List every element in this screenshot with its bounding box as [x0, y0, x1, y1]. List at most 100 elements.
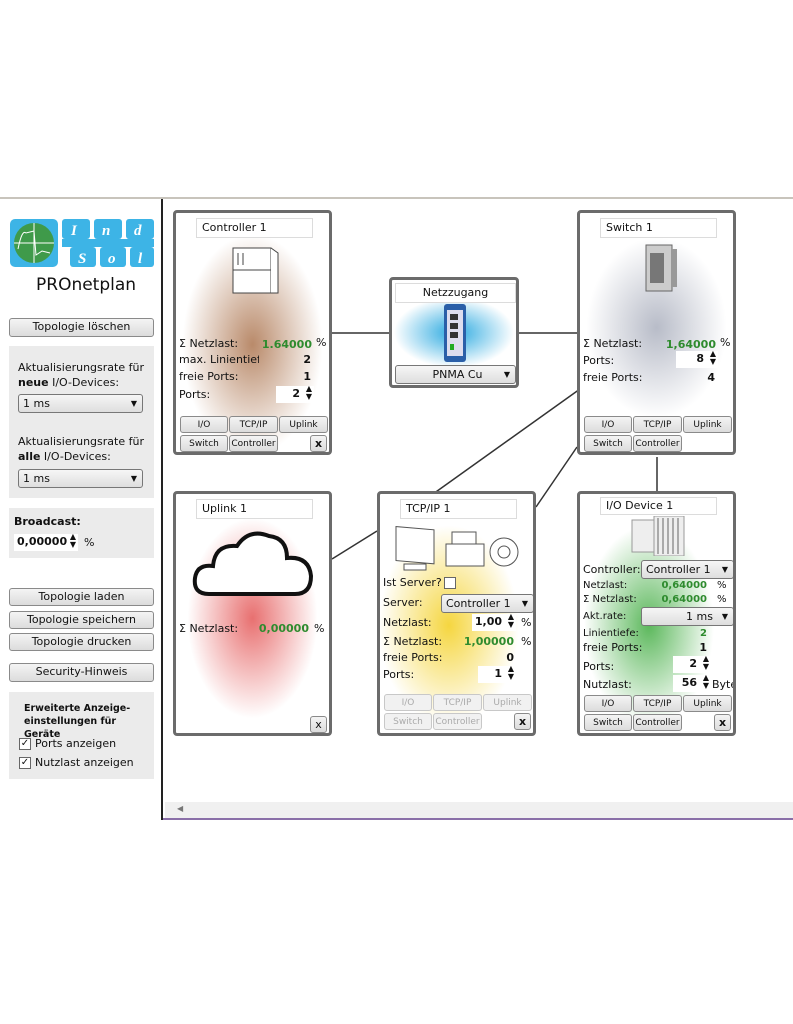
free-ports-value: 1 — [303, 370, 311, 383]
payload-spinner[interactable]: 56▲▼ — [673, 673, 711, 692]
controller-value: Controller 1 — [646, 563, 711, 576]
close-button[interactable]: x — [514, 713, 531, 730]
show-ports-checkbox[interactable]: ✓ — [19, 738, 31, 750]
io-device-card[interactable]: I/O Device 1 Controller: Controller 1 ▼ N… — [577, 491, 736, 736]
uplink-card[interactable]: Uplink 1 Σ Netzlast: 0,00000 % x — [173, 491, 332, 736]
save-topology-button[interactable]: Topologie speichern — [9, 611, 154, 629]
tcpip-card[interactable]: TCP/IP 1 Ist Server? Server: Controller … — [377, 491, 536, 736]
security-notice-button[interactable]: Security-Hinweis — [9, 663, 154, 682]
svg-text:d: d — [134, 223, 142, 239]
ports-value: 2 — [292, 387, 300, 400]
print-topology-button[interactable]: Topologie drucken — [9, 633, 154, 651]
sum-load-value: 0,00000 — [258, 622, 309, 635]
server-select[interactable]: Controller 1▼ — [441, 594, 533, 613]
sum-load-label: Σ Netzlast: — [383, 635, 443, 648]
free-ports-value: 1 — [699, 641, 707, 654]
chevron-down-icon: ▼ — [721, 565, 728, 574]
spinner-arrows-icon[interactable]: ▲▼ — [702, 673, 709, 690]
is-server-checkbox[interactable] — [444, 577, 456, 589]
controller-select[interactable]: Controller 1 ▼ — [641, 560, 733, 579]
close-button[interactable]: x — [310, 716, 327, 733]
svg-text:S: S — [78, 251, 86, 267]
add-io-button[interactable]: I/O — [584, 695, 632, 712]
ports-spinner[interactable]: 1▲▼ — [478, 664, 516, 683]
io-device-name[interactable]: I/O Device 1 — [600, 497, 717, 515]
add-tcpip-button[interactable]: TCP/IP — [633, 695, 682, 712]
spinner-arrows-icon[interactable]: ▲▼ — [507, 612, 514, 629]
rate-all-bold: alle — [18, 450, 41, 463]
add-io-button[interactable]: I/O — [180, 416, 228, 433]
load-topology-button[interactable]: Topologie laden — [9, 588, 154, 606]
add-uplink-button[interactable]: Uplink — [279, 416, 328, 433]
free-ports-label: freie Ports: — [179, 370, 239, 383]
add-uplink-button[interactable]: Uplink — [683, 416, 732, 433]
network-access-card[interactable]: Netzzugang PNMA Cu▼ — [389, 277, 519, 388]
rate-all-value: 1 ms — [23, 472, 50, 485]
ports-label: Ports: — [583, 354, 615, 367]
load-spinner[interactable]: 1,00 ▲▼ — [472, 612, 516, 631]
app-title: PROnetplan — [36, 275, 137, 295]
unit: % — [521, 635, 532, 648]
server-value: Controller 1 — [446, 597, 511, 610]
add-switch-button[interactable]: Switch — [584, 435, 632, 452]
add-tcpip-button[interactable]: TCP/IP — [633, 416, 682, 433]
spinner-arrows-icon[interactable]: ▲▼ — [305, 384, 312, 401]
rate-all-text: Aktualisierungsrate für — [18, 435, 144, 448]
depth-value: 2 — [303, 353, 311, 366]
link-switch-tcpip — [432, 388, 581, 495]
show-ports-label: Ports anzeigen — [35, 737, 117, 750]
ports-spinner[interactable]: 2 ▲▼ — [276, 384, 314, 403]
add-switch-button: Switch — [384, 713, 432, 730]
uplink-name[interactable]: Uplink 1 — [196, 499, 313, 519]
ports-spinner[interactable]: 8▲▼ — [676, 349, 718, 368]
svg-text:l: l — [138, 251, 143, 267]
chevron-down-icon: ▼ — [503, 370, 510, 379]
add-controller-button[interactable]: Controller — [229, 435, 278, 452]
broadcast-label: Broadcast: — [14, 515, 81, 528]
rate-new-value: 1 ms — [23, 397, 50, 410]
spinner-arrows-icon[interactable]: ▲▼ — [702, 654, 709, 671]
tcpip-name[interactable]: TCP/IP 1 — [400, 499, 517, 519]
switch-card[interactable]: Switch 1 Σ Netzlast: 1,64000 % Ports: 8▲… — [577, 210, 736, 455]
sum-load-label: Σ Netzlast: — [583, 337, 643, 350]
free-ports-value: 4 — [707, 371, 715, 384]
unit: % — [717, 594, 727, 605]
rate-new-select[interactable]: 1 ms ▼ — [18, 394, 143, 413]
load-value: 1,00 — [474, 615, 502, 628]
spinner-arrows-icon[interactable]: ▲▼ — [709, 349, 716, 366]
controller-name[interactable]: Controller 1 — [196, 218, 313, 238]
broadcast-spinner[interactable]: 0,00000▲▼ — [14, 532, 78, 551]
add-switch-button[interactable]: Switch — [180, 435, 228, 452]
close-button[interactable]: x — [310, 435, 327, 452]
ports-spinner[interactable]: 2▲▼ — [673, 654, 711, 673]
delete-topology-button[interactable]: Topologie löschen — [9, 318, 154, 337]
switch-name[interactable]: Switch 1 — [600, 218, 717, 238]
extended-settings-panel — [9, 692, 154, 779]
chevron-down-icon: ▼ — [130, 399, 137, 408]
access-device-select[interactable]: PNMA Cu▼ — [395, 365, 516, 384]
horizontal-scrollbar[interactable]: ◀ — [165, 802, 793, 818]
spinner-arrows-icon[interactable]: ▲▼ — [69, 532, 76, 549]
rate-select[interactable]: 1 ms▼ — [641, 607, 733, 626]
scroll-left-icon[interactable]: ◀ — [177, 804, 184, 813]
sum-load-label: Σ Netzlast: — [179, 622, 239, 635]
add-controller-button[interactable]: Controller — [633, 714, 682, 731]
add-uplink-button[interactable]: Uplink — [683, 695, 732, 712]
add-controller-button[interactable]: Controller — [633, 435, 682, 452]
rate-all-select[interactable]: 1 ms▼ — [18, 469, 143, 488]
spinner-arrows-icon[interactable]: ▲▼ — [507, 664, 514, 681]
controller-card[interactable]: Controller 1 Σ Netzlast: 1.64000 % max. … — [173, 210, 332, 455]
add-tcpip-button[interactable]: TCP/IP — [229, 416, 278, 433]
load-label: Netzlast: — [583, 580, 628, 591]
pnma-device-icon — [444, 304, 466, 362]
sum-load-value: 1.64000 — [261, 338, 312, 351]
close-button[interactable]: x — [714, 714, 731, 731]
is-server-label: Ist Server? — [383, 576, 442, 589]
show-payload-checkbox[interactable]: ✓ — [19, 757, 31, 769]
controller-label: Controller: — [583, 563, 641, 576]
svg-text:o: o — [108, 251, 116, 267]
link-switch-tcpip-2 — [535, 446, 578, 508]
add-switch-button[interactable]: Switch — [584, 714, 632, 731]
add-io-button[interactable]: I/O — [584, 416, 632, 433]
